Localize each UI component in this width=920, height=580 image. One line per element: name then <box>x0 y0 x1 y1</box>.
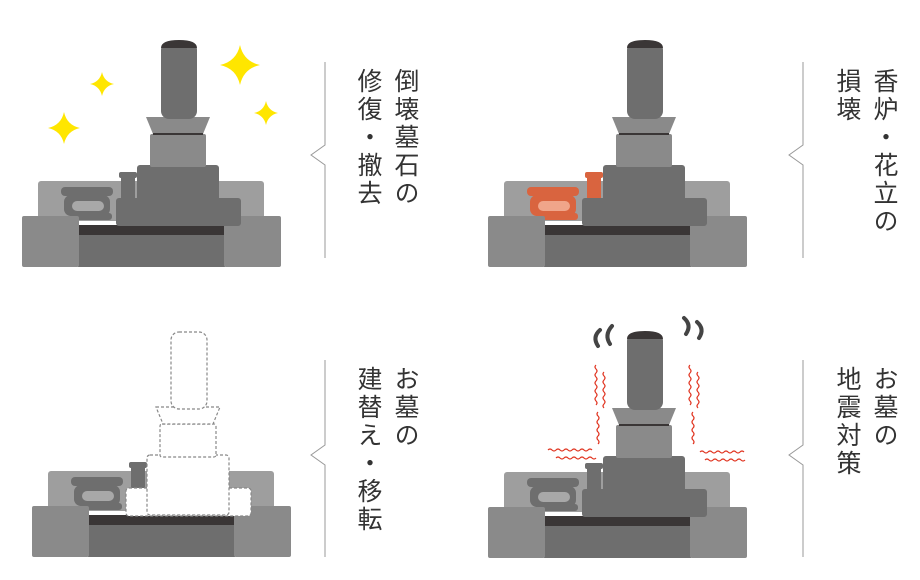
sparkle-icon <box>220 45 260 85</box>
caption-rebuild: お墓の 建替え・移転 <box>350 366 424 534</box>
ground-base <box>544 526 691 558</box>
middle-stone <box>159 423 217 458</box>
caption-line: お墓の <box>391 366 420 450</box>
incense-burner-window <box>82 491 114 501</box>
pillar-top <box>161 40 197 48</box>
sparkle-icon <box>254 101 278 125</box>
caption-bracket <box>310 62 326 258</box>
caption-bracket <box>788 360 804 557</box>
caption-bracket <box>310 360 326 557</box>
upper-base-stone <box>603 165 685 225</box>
pillar-top <box>627 331 663 339</box>
incense-burner-base <box>80 503 122 510</box>
flower-vase-rim <box>585 172 603 178</box>
cap-stone <box>612 408 676 425</box>
incense-burner-base <box>536 504 578 511</box>
caption-repair: 倒壊墓石の 修復・撤去 <box>350 68 424 208</box>
upper-base-stone <box>146 454 230 516</box>
cap-shadow <box>153 133 203 135</box>
motion-arc-icon <box>695 320 704 340</box>
ground-base <box>78 235 225 267</box>
vibration-line <box>602 371 606 409</box>
caption-bracket <box>788 62 804 258</box>
left-border-block <box>22 216 79 267</box>
vibration-line <box>594 364 598 406</box>
pillar-stone <box>161 42 197 119</box>
caption-line: 損壊 <box>833 68 862 124</box>
ground-base <box>88 525 235 557</box>
base-strip <box>88 515 235 525</box>
incense-burner-lid <box>61 187 113 196</box>
pillar-stone <box>627 42 663 119</box>
middle-stone <box>616 134 672 167</box>
base-strip <box>544 516 691 526</box>
vibration-line <box>555 456 597 460</box>
flower-vase-rim <box>129 462 147 468</box>
vibration-line <box>596 411 600 445</box>
caption-line: 香炉・花立の <box>870 68 899 236</box>
caption-line: 修復・撤去 <box>354 68 383 208</box>
caption-line: 倒壊墓石の <box>391 68 420 208</box>
grave-shake <box>488 331 747 558</box>
middle-stone <box>150 134 206 167</box>
cap-shadow <box>619 424 669 426</box>
left-border-block <box>32 506 89 557</box>
sparkle-icon <box>90 72 114 96</box>
incense-burner-window <box>538 201 570 211</box>
caption-line: 建替え・移転 <box>354 366 383 534</box>
grave-dashed <box>32 331 291 557</box>
pillar-stone <box>170 331 208 410</box>
vibration-line <box>547 448 593 452</box>
vibration-line <box>699 450 745 454</box>
caption-line: 地震対策 <box>833 366 862 478</box>
incense-burner-base <box>536 213 578 220</box>
incense-burner-window <box>72 201 104 211</box>
pillar-top <box>627 40 663 48</box>
caption-quake: お墓の 地震対策 <box>829 366 903 478</box>
base-strip <box>78 225 225 235</box>
caption-damage: 香炉・花立の 損壊 <box>829 68 903 236</box>
flower-vase <box>121 174 135 204</box>
left-border-block <box>488 507 545 558</box>
flower-vase-rim <box>119 172 137 178</box>
cap-stone <box>612 117 676 134</box>
motion-arc-icon <box>605 324 614 346</box>
sparkle-icon <box>48 112 80 144</box>
right-border-block <box>690 216 747 267</box>
base-strip <box>544 225 691 235</box>
vibration-line <box>696 371 700 409</box>
right-border-block <box>690 507 747 558</box>
grave-sparkle <box>22 40 281 267</box>
caption-line: お墓の <box>870 366 899 450</box>
upper-base-stone <box>137 165 219 225</box>
flower-vase <box>131 464 145 494</box>
flower-vase <box>587 174 601 204</box>
grave-damaged <box>488 40 747 267</box>
incense-burner-lid <box>71 477 123 486</box>
right-border-block <box>224 216 281 267</box>
incense-burner-window <box>538 492 570 502</box>
middle-stone <box>616 425 672 458</box>
ground-base <box>544 235 691 267</box>
flower-vase-rim <box>585 463 603 469</box>
vibration-line <box>688 364 692 406</box>
pillar-stone <box>627 333 663 410</box>
upper-base-stone <box>603 456 685 516</box>
vibration-line <box>704 458 746 462</box>
cap-shadow <box>619 133 669 135</box>
left-border-block <box>488 216 545 267</box>
motion-arc-icon <box>682 316 691 336</box>
flower-vase <box>587 465 601 495</box>
incense-burner-base <box>70 213 112 220</box>
cap-stone <box>146 117 210 134</box>
incense-burner-lid <box>527 478 579 487</box>
vibration-line <box>691 411 695 445</box>
right-border-block <box>234 506 291 557</box>
incense-burner-lid <box>527 187 579 196</box>
motion-arc-icon <box>593 328 602 348</box>
